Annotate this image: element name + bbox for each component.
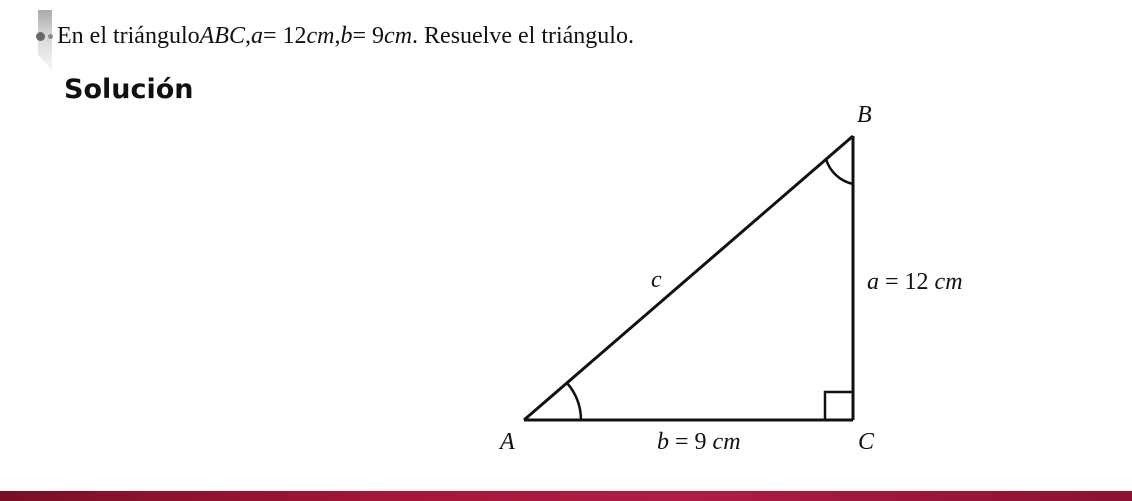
vertex-b-label: B — [857, 102, 872, 128]
solution-heading: Solución — [64, 74, 194, 105]
side-c-line — [523, 134, 854, 422]
triangle-name: ABC — [199, 23, 245, 49]
b-variable: b — [340, 23, 353, 49]
comma-1: , — [244, 23, 251, 49]
vertex-c-label: C — [858, 429, 875, 455]
problem-outro: . Resuelve el triángulo. — [412, 23, 634, 49]
comma-2: , — [334, 23, 341, 49]
a-variable: a — [250, 23, 263, 49]
side-a-label: a = 12 cm — [867, 269, 963, 295]
right-angle-marker — [823, 390, 853, 420]
page-corner-decoration — [38, 10, 52, 70]
footer-accent-bar — [0, 491, 1132, 501]
problem-statement: En el triángulo ​ABC, a = 12 cm, b = 9 c… — [36, 18, 634, 54]
vertex-a-label: A — [498, 429, 515, 455]
b-equals: = 9 — [352, 23, 385, 49]
a-unit: cm — [306, 23, 335, 49]
angle-a-arc — [566, 382, 583, 421]
side-c-label: c — [651, 267, 662, 293]
problem-intro: En el triángulo — [57, 23, 200, 49]
b-unit: cm — [384, 23, 413, 49]
bullet-icon — [36, 31, 53, 41]
side-b-label: b = 9 cm — [657, 429, 741, 455]
angle-b-arc — [824, 158, 854, 186]
a-equals: = 12 — [262, 23, 307, 49]
